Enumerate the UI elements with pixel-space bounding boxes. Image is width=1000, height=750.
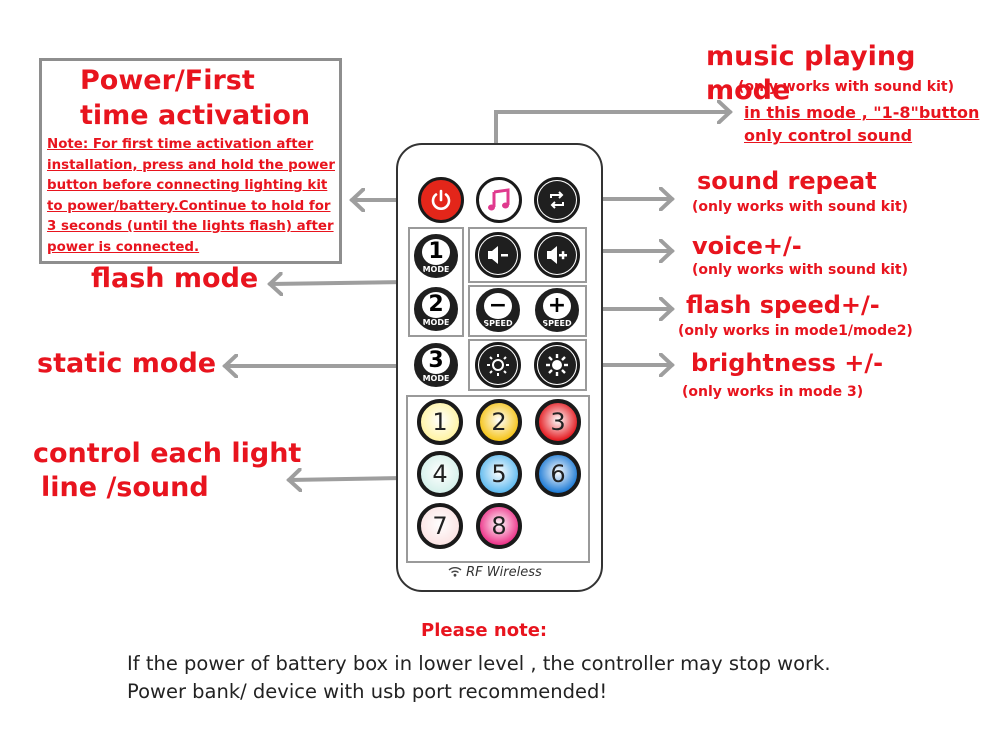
bottom-line2: Power bank/ device with usb port recomme… xyxy=(127,680,608,703)
power-callout-box: Power/First time activation Note: For fi… xyxy=(39,58,342,264)
volume-up-button[interactable] xyxy=(534,232,580,278)
number-5-button[interactable]: 5 xyxy=(476,451,522,497)
mode-2-label: MODE xyxy=(422,318,450,327)
repeat-icon xyxy=(538,181,576,219)
mode-3-number: 3 xyxy=(422,348,450,374)
mode-1-number: 1 xyxy=(422,239,450,265)
voice-title: voice+/- xyxy=(692,232,802,260)
number-2-button[interactable]: 2 xyxy=(476,399,522,445)
brightness-title: brightness +/- xyxy=(691,349,884,377)
volume-down-button[interactable] xyxy=(475,232,521,278)
plus-icon: + xyxy=(543,293,571,319)
brightness-high-icon xyxy=(538,346,576,384)
mode-3-label: MODE xyxy=(422,374,450,383)
number-7-button[interactable]: 7 xyxy=(417,503,463,549)
control-label: control each light line /sound xyxy=(33,437,301,505)
brightness-low-icon xyxy=(479,346,517,384)
rf-wireless-text: RF Wireless xyxy=(466,565,542,580)
wifi-icon xyxy=(448,567,462,577)
mode-2-number: 2 xyxy=(422,292,450,318)
speed-up-label: SPEED xyxy=(542,319,572,328)
music-note-icon xyxy=(488,188,510,211)
sound-repeat-button[interactable] xyxy=(534,177,580,223)
flash-speed-title: flash speed+/- xyxy=(686,291,880,319)
flash-mode-arrow xyxy=(270,282,410,284)
control-line2: line /sound xyxy=(41,472,209,503)
number-6-button[interactable]: 6 xyxy=(535,451,581,497)
mode-1-button[interactable]: 1 MODE xyxy=(414,234,458,278)
sound-repeat-title: sound repeat xyxy=(697,167,877,195)
speed-group xyxy=(468,285,587,337)
power-icon xyxy=(431,189,451,210)
power-title: Power/First time activation xyxy=(80,65,311,131)
mode-1-label: MODE xyxy=(422,265,450,274)
music-note-line1: in this mode , "1-8"button xyxy=(744,103,980,122)
number-8-button[interactable]: 8 xyxy=(476,503,522,549)
number-4-button[interactable]: 4 xyxy=(417,451,463,497)
power-button[interactable] xyxy=(418,177,464,223)
mode-3-button[interactable]: 3 MODE xyxy=(414,343,458,387)
brightness-sub: (only works in mode 3) xyxy=(682,384,864,400)
music-note-line2: only control sound xyxy=(744,126,913,145)
brightness-up-button[interactable] xyxy=(534,342,580,388)
speed-down-button[interactable]: − SPEED xyxy=(476,288,520,332)
voice-group xyxy=(468,227,587,283)
mode-group-12 xyxy=(408,227,464,337)
rf-wireless-label: RF Wireless xyxy=(448,565,542,580)
volume-down-icon xyxy=(479,236,517,274)
remote-control: 1 MODE 2 MODE 3 MODE xyxy=(396,143,603,592)
music-sub: (only works with sound kit) xyxy=(738,79,955,95)
voice-sub: (only works with sound kit) xyxy=(692,262,909,278)
music-button[interactable] xyxy=(476,177,522,223)
music-note: in this mode , "1-8"button only control … xyxy=(744,101,979,147)
power-note: Note: For first time activation after in… xyxy=(47,137,335,255)
brightness-down-button[interactable] xyxy=(475,342,521,388)
volume-up-icon xyxy=(538,236,576,274)
speed-down-label: SPEED xyxy=(483,319,513,328)
minus-icon: − xyxy=(484,293,512,319)
bottom-heading: Please note: xyxy=(421,620,548,641)
static-mode-label: static mode xyxy=(37,348,217,379)
flash-mode-label: flash mode xyxy=(91,263,259,294)
flash-speed-sub: (only works in mode1/mode2) xyxy=(678,323,913,339)
mode-2-button[interactable]: 2 MODE xyxy=(414,287,458,331)
control-arrow xyxy=(289,478,406,480)
sound-repeat-sub: (only works with sound kit) xyxy=(692,199,909,215)
music-title: music playing mode xyxy=(706,41,916,106)
control-line1: control each light xyxy=(33,438,302,469)
number-1-button[interactable]: 1 xyxy=(417,399,463,445)
bottom-line1: If the power of battery box in lower lev… xyxy=(127,652,831,675)
number-3-button[interactable]: 3 xyxy=(535,399,581,445)
speed-up-button[interactable]: + SPEED xyxy=(535,288,579,332)
bottom-note: If the power of battery box in lower lev… xyxy=(127,650,831,706)
brightness-group xyxy=(468,339,587,391)
number-group xyxy=(406,395,590,563)
